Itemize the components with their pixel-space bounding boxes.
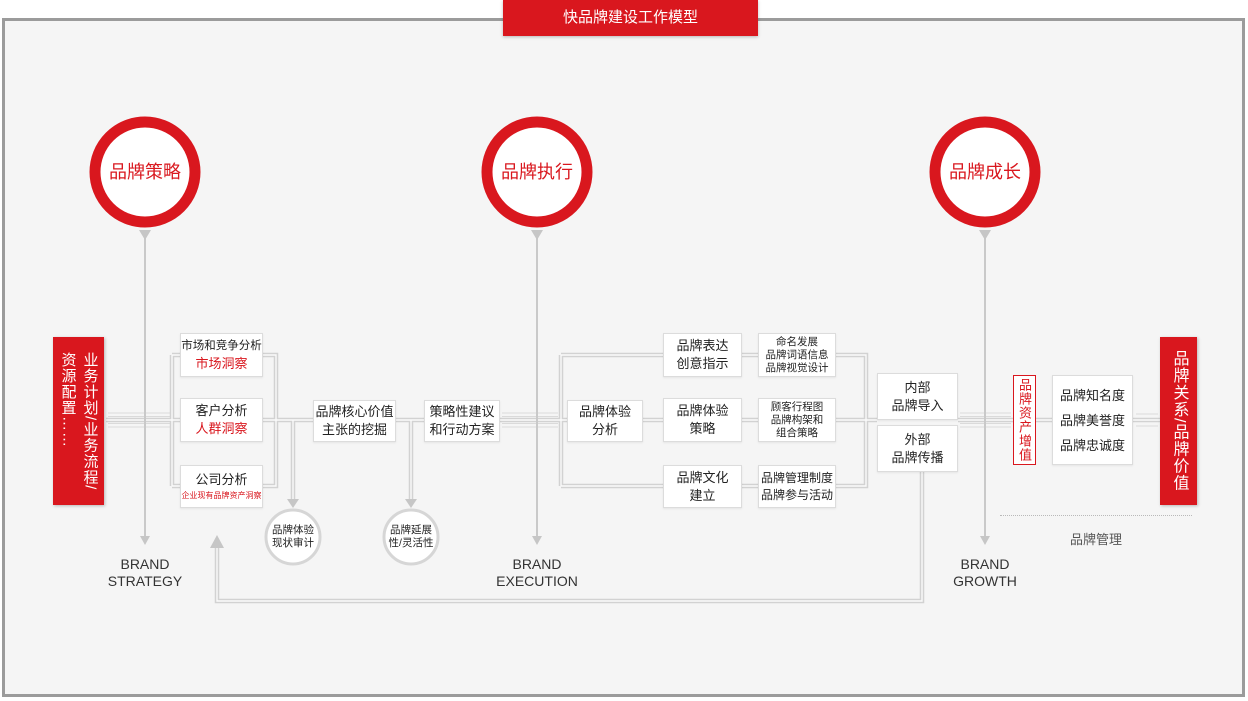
brand-equity-label: 品牌资产增值 — [1017, 378, 1032, 462]
experience-analysis-line: 品牌体验 — [578, 404, 631, 419]
analysis-title: 客户分析 — [195, 403, 248, 418]
arrow-down-icon — [287, 499, 299, 508]
extensibility-line: 品牌延展 — [390, 524, 432, 536]
stage-en-line: GROWTH — [953, 573, 1017, 589]
track-title: 策略 — [689, 421, 716, 436]
track-details-culture: 品牌管理制度 品牌参与活动 — [758, 465, 836, 508]
input-box-text: 业务计划/业务流程/ 资源配置…… — [57, 352, 101, 490]
experience-analysis-box: 品牌体验 分析 — [567, 400, 643, 442]
diagram-title: 快品牌建设工作模型 — [503, 0, 758, 36]
stage-en-line: BRAND — [120, 556, 170, 572]
brand-metric: 品牌美誉度 — [1059, 412, 1125, 428]
track-title: 品牌表达 — [676, 338, 729, 353]
audit-line: 品牌体验 — [272, 524, 314, 536]
management-divider — [1000, 515, 1192, 516]
core-value-line: 品牌核心价值 — [315, 404, 394, 419]
core-value-line: 主张的挖掘 — [321, 422, 387, 437]
track-detail: 品牌视觉设计 — [765, 361, 829, 374]
stage-en-line: EXECUTION — [496, 573, 578, 589]
recommendation-line: 和行动方案 — [429, 422, 495, 437]
track-details-experience: 顾客行程图 品牌构架和 组合策略 — [758, 398, 836, 442]
stage-ring-growth — [929, 116, 1041, 228]
audit-line: 现状审计 — [272, 537, 314, 549]
stage-en-label-execution: BRAND EXECUTION — [477, 556, 597, 590]
feedback-arrow-up-icon — [210, 535, 224, 548]
track-box-expression: 品牌表达 创意指示 — [663, 333, 742, 377]
recommendation-line: 策略性建议 — [429, 404, 495, 419]
external-line: 外部 — [904, 431, 931, 447]
output-line: 品牌关系/品牌价值 — [1170, 350, 1188, 492]
audit-circle-label: 品牌体验 现状审计 — [265, 524, 321, 550]
track-box-culture: 品牌文化 建立 — [663, 465, 742, 508]
external-spread-box: 外部 品牌传播 — [877, 425, 958, 472]
extensibility-circle — [382, 508, 440, 566]
track-detail: 品牌参与活动 — [760, 487, 833, 502]
input-line: 资源配置…… — [59, 351, 77, 448]
internal-import-box: 内部 品牌导入 — [877, 373, 958, 420]
axis-tip-icon — [531, 230, 543, 240]
stage-en-line: BRAND — [512, 556, 562, 572]
axis-tip-icon — [532, 536, 542, 545]
recommendation-box: 策略性建议 和行动方案 — [424, 400, 500, 442]
arrow-down-icon — [405, 499, 417, 508]
track-box-experience: 品牌体验 策略 — [663, 398, 742, 442]
brand-management-label: 品牌管理 — [1069, 532, 1122, 547]
track-detail: 顾客行程图 — [770, 400, 824, 413]
axis-tip-icon — [979, 230, 991, 240]
track-title: 品牌体验 — [676, 403, 729, 418]
stage-ring-label-growth: 品牌成长 — [949, 162, 1021, 182]
output-box: 品牌关系/品牌价值 — [1160, 337, 1197, 505]
stage-en-line: STRATEGY — [107, 573, 183, 589]
axis-tip-icon — [980, 536, 990, 545]
brand-metric: 品牌知名度 — [1059, 387, 1125, 403]
stage-en-label-growth: BRAND GROWTH — [925, 556, 1045, 590]
analysis-insight: 市场洞察 — [195, 356, 248, 371]
brand-equity-text: 品牌资产增值 — [1017, 378, 1032, 462]
analysis-title: 公司分析 — [195, 471, 248, 487]
analysis-title: 市场和竞争分析 — [181, 340, 262, 352]
extensibility-circle-label: 品牌延展 性/灵活性 — [383, 524, 439, 550]
analysis-box-customer: 客户分析 人群洞察 — [180, 398, 263, 442]
track-title: 品牌文化 — [676, 469, 729, 485]
axis-tip-icon — [139, 230, 151, 240]
analysis-insight: 企业现有品牌资产洞察 — [181, 490, 262, 500]
track-title: 建立 — [689, 487, 716, 503]
input-box: 业务计划/业务流程/ 资源配置…… — [53, 337, 104, 505]
stage-ring-label-strategy: 品牌策略 — [109, 162, 181, 182]
analysis-box-market: 市场和竞争分析 市场洞察 — [180, 333, 263, 377]
external-line: 品牌传播 — [891, 449, 944, 465]
track-detail: 品牌管理制度 — [760, 470, 833, 485]
track-detail: 命名发展 — [776, 335, 818, 348]
extensibility-line: 性/灵活性 — [388, 537, 434, 549]
stage-ring-strategy — [89, 116, 201, 228]
audit-circle — [264, 508, 322, 566]
input-line: 业务计划/业务流程/ — [81, 351, 99, 491]
track-detail: 品牌构架和 — [770, 413, 824, 426]
brand-metric: 品牌忠诚度 — [1059, 437, 1125, 453]
internal-line: 内部 — [904, 379, 931, 395]
analysis-box-company: 公司分析 企业现有品牌资产洞察 — [180, 465, 263, 508]
brand-metrics-box: 品牌知名度 品牌美誉度 品牌忠诚度 — [1052, 375, 1133, 465]
stage-ring-label-execution: 品牌执行 — [501, 162, 573, 182]
track-title: 创意指示 — [676, 356, 729, 371]
output-box-text: 品牌关系/品牌价值 — [1169, 350, 1189, 491]
stage-en-line: BRAND — [960, 556, 1010, 572]
brand-equity-box: 品牌资产增值 — [1013, 375, 1036, 465]
track-detail: 组合策略 — [776, 426, 818, 439]
stage-ring-execution — [481, 116, 593, 228]
core-value-box: 品牌核心价值 主张的挖掘 — [313, 400, 396, 442]
internal-line: 品牌导入 — [891, 397, 944, 413]
axis-tip-icon — [140, 536, 150, 545]
analysis-insight: 人群洞察 — [195, 421, 248, 436]
stage-en-label-strategy: BRAND STRATEGY — [85, 556, 205, 590]
track-details-expression: 命名发展 品牌词语信息 品牌视觉设计 — [758, 333, 836, 377]
track-detail: 品牌词语信息 — [765, 348, 829, 361]
experience-analysis-line: 分析 — [591, 422, 618, 437]
